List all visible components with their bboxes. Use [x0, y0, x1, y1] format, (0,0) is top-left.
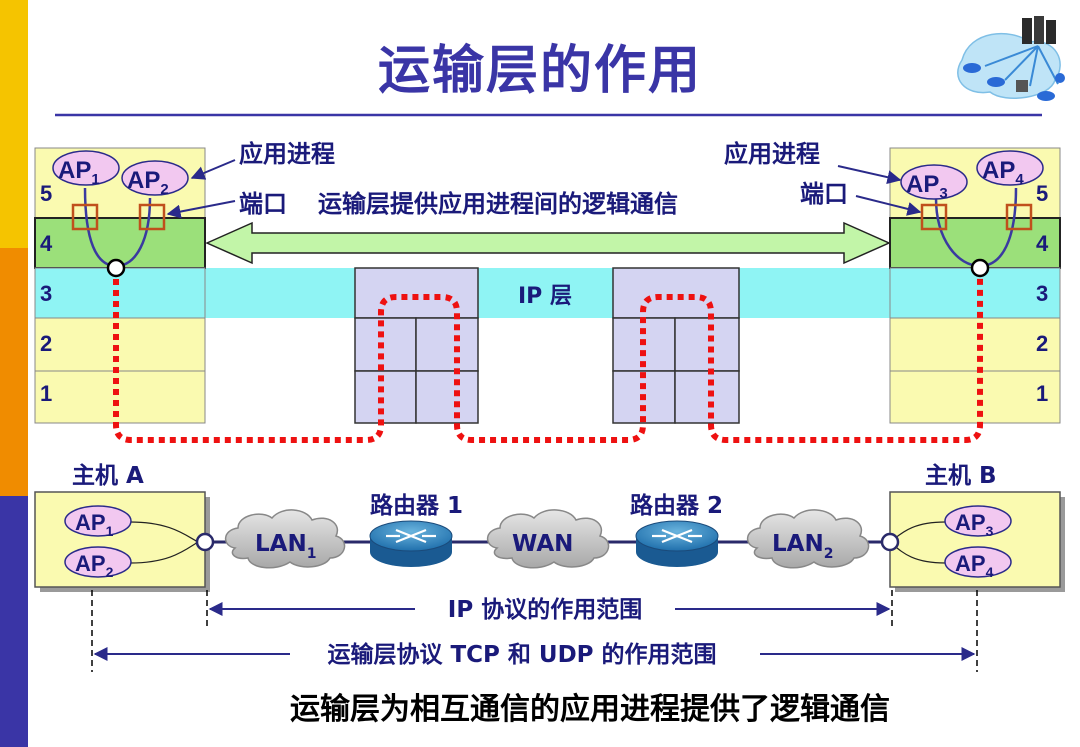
cloud-icon-lan2 [746, 509, 870, 569]
page-title: 运输层的作用 [377, 41, 702, 101]
app-process-label-right: 应用进程 [724, 140, 820, 168]
port-box-right-2 [1005, 203, 1033, 231]
router1-label: 路由器 1 [370, 492, 463, 519]
router2-label: 路由器 2 [630, 492, 723, 519]
cloud-icon-lan1 [224, 509, 346, 569]
bottom-caption: 运输层为相互通信的应用进程提供了逻辑通信 [290, 692, 890, 727]
port-box-left-1 [71, 203, 99, 231]
network-servers-icon [957, 16, 1065, 101]
data-flow-path [113, 268, 983, 443]
layer-label-right-3: 3 [1036, 281, 1048, 306]
router-icon-2 [635, 520, 719, 567]
port-label-right: 端口 [800, 180, 848, 208]
logical-comm-arrow [205, 221, 891, 265]
host-a-junction [195, 532, 215, 552]
ap-label-b-3: AP3 [955, 510, 994, 539]
layer-label-right-1: 1 [1036, 381, 1048, 406]
left-port-junction [106, 258, 126, 278]
ip-scope-label: IP 协议的作用范围 [448, 596, 642, 623]
host-b-label: 主机 B [925, 463, 997, 489]
layer-label-right-5: 5 [1036, 181, 1048, 206]
lan2-label: LAN2 [772, 531, 833, 562]
ap-ellipse-a-1 [64, 505, 132, 537]
ap-label-top-2: AP2 [127, 167, 169, 198]
router-icon-1 [369, 520, 453, 567]
layer-label-left-4: 4 [40, 231, 53, 256]
router-stack-1 [354, 267, 479, 424]
ap-ellipse-b-3 [944, 505, 1012, 537]
port-box-right-1 [920, 203, 948, 231]
host-b-junction [880, 532, 900, 552]
ap-ellipse-a-2 [64, 546, 132, 578]
router-stack-2 [612, 267, 740, 424]
layer-label-left-3: 3 [40, 281, 52, 306]
ap-ellipse-top-1 [52, 150, 120, 186]
port-label-left: 端口 [239, 190, 287, 218]
host-a-label: 主机 A [72, 463, 144, 489]
layer-label-right-2: 2 [1036, 331, 1048, 356]
ap-ellipse-b-4 [944, 546, 1012, 578]
port-box-left-2 [138, 203, 166, 231]
wan-label: WAN [512, 531, 573, 557]
app-process-label-left: 应用进程 [239, 140, 335, 168]
layer-label-right-4: 4 [1036, 231, 1049, 256]
ap-label-a-2: AP2 [75, 551, 114, 580]
ap-label-top-3: AP3 [906, 171, 948, 202]
right-port-junction [970, 258, 990, 278]
ap-ellipse-top-4 [976, 150, 1044, 186]
lan1-label: LAN1 [255, 531, 316, 562]
ap-label-a-1: AP1 [75, 510, 114, 539]
layer-label-left-5: 5 [40, 181, 52, 206]
cloud-icon-wan [486, 509, 610, 569]
ap-ellipse-top-2 [121, 160, 189, 196]
ip-layer-band [205, 268, 890, 318]
transport-scope-label: 运输层协议 TCP 和 UDP 的作用范围 [327, 641, 716, 668]
side-stripe [0, 0, 28, 747]
logical-comm-label: 运输层提供应用进程间的逻辑通信 [318, 190, 678, 218]
ip-layer-label: IP 层 [518, 284, 572, 309]
ap-label-b-4: AP4 [955, 551, 994, 580]
ap-label-top-4: AP4 [982, 157, 1024, 188]
layer-label-left-2: 2 [40, 331, 52, 356]
ap-label-top-1: AP1 [58, 157, 100, 188]
layer-label-left-1: 1 [40, 381, 52, 406]
